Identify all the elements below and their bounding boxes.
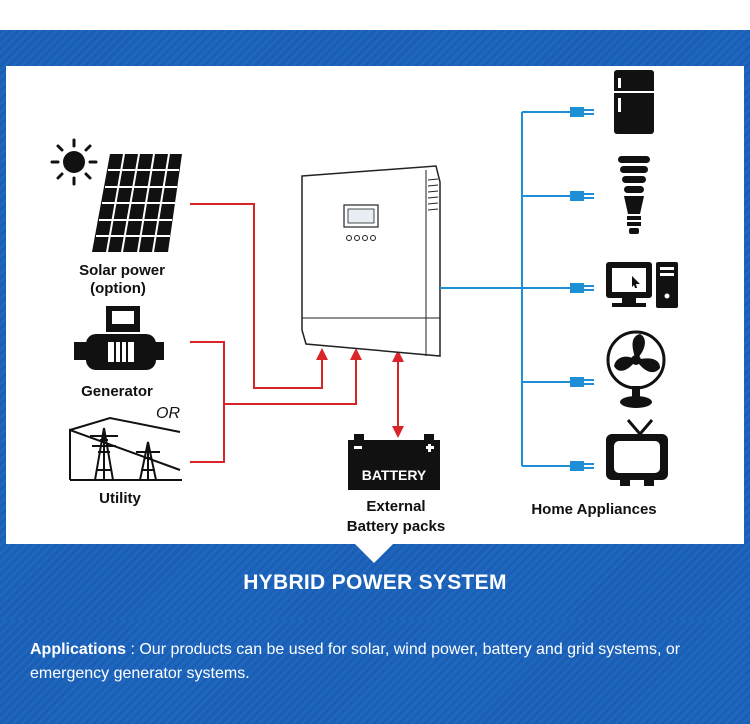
light-bulb-icon — [618, 156, 650, 234]
plug-icons — [570, 107, 594, 471]
or-label: OR — [156, 405, 180, 422]
section-title: HYBRID POWER SYSTEM — [243, 571, 507, 594]
generator-icon — [74, 306, 164, 370]
sun-icon — [50, 138, 98, 186]
applications-body: Our products can be used for solar, wind… — [30, 641, 681, 682]
panel-pointer — [354, 543, 394, 563]
applications-heading: Applications — [30, 641, 127, 658]
utility-label: Utility — [99, 490, 141, 507]
top-strip — [0, 0, 750, 30]
hybrid-inverter — [301, 165, 441, 357]
solar-panel-icon — [92, 153, 182, 253]
computer-icon — [606, 262, 678, 308]
applications-separator: : — [126, 641, 140, 658]
refrigerator-icon — [614, 70, 654, 134]
utility-pylons-icon — [69, 416, 182, 481]
external-label: External — [366, 498, 425, 515]
television-icon — [606, 419, 668, 486]
ac-input-arrow — [316, 348, 328, 360]
battery-packs-label: Battery packs — [347, 518, 445, 535]
footer-band — [0, 620, 750, 724]
generator-input-arrow — [350, 348, 362, 360]
battery-icon — [348, 434, 440, 490]
battery-link — [392, 350, 404, 438]
ac-input-wiring — [190, 203, 357, 463]
applications-text: Applications : Our products can be used … — [30, 638, 730, 686]
solar-power-label: Solar power — [79, 262, 165, 279]
fan-icon — [606, 330, 666, 408]
battery-label: BATTERY — [362, 467, 427, 483]
output-wiring — [440, 111, 580, 467]
solar-option-label: (option) — [90, 280, 146, 297]
home-appliances-label: Home Appliances — [531, 501, 656, 518]
generator-label: Generator — [81, 383, 153, 400]
